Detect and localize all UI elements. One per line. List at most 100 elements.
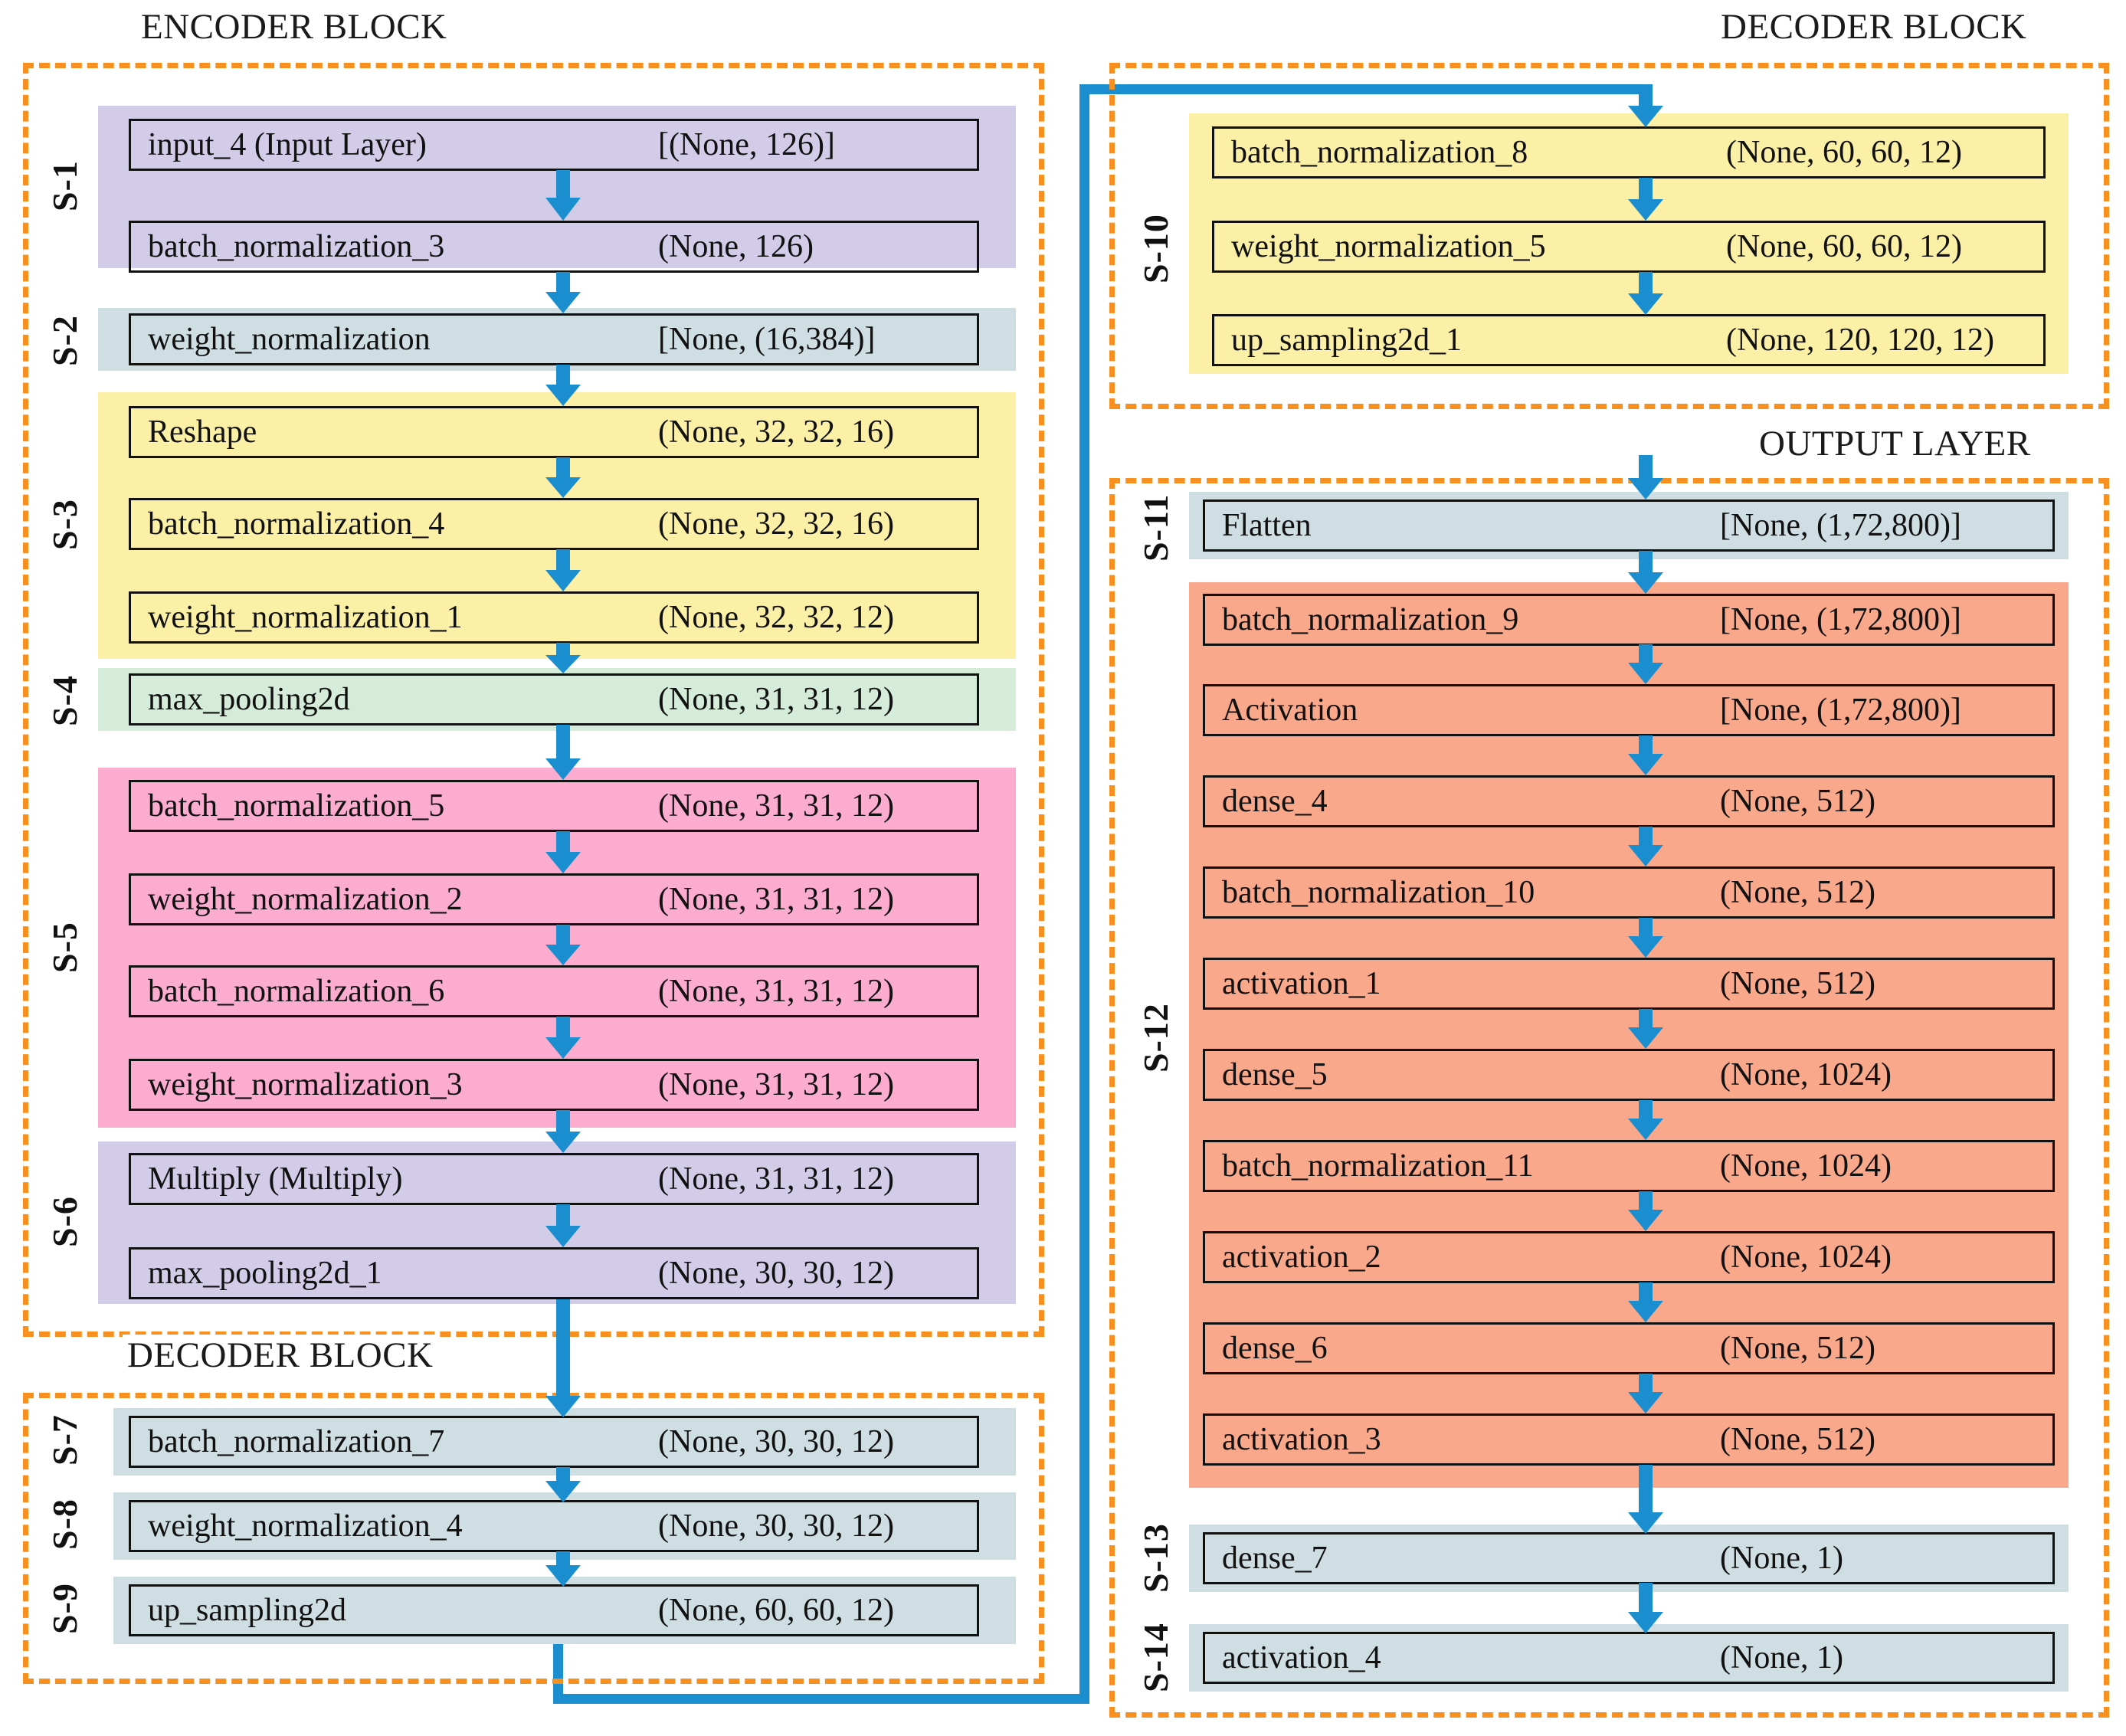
layer-name: weight_normalization_1	[148, 600, 463, 635]
layer-name: batch_normalization_11	[1222, 1148, 1534, 1184]
stage-label-s9: S-9	[45, 1583, 84, 1635]
layer-shape: (None, 1024)	[1720, 1148, 1892, 1184]
layer-shape: (None, 30, 30, 12)	[658, 1424, 894, 1459]
stage-label-s11: S-11	[1136, 493, 1175, 562]
layer-box: batch_normalization_3 (None, 126)	[129, 221, 979, 273]
decoder-block-left-frame	[23, 1393, 1044, 1684]
layer-shape: (None, 60, 60, 12)	[1726, 135, 1962, 170]
layer-name: Flatten	[1222, 508, 1312, 543]
output-layer-title: OUTPUT LAYER	[1754, 423, 2036, 464]
flow-arrow	[545, 831, 581, 873]
layer-box: Activation [None, (1,72,800)]	[1203, 684, 2055, 736]
layer-box: batch_normalization_4 (None, 32, 32, 16)	[129, 498, 979, 550]
stage-label-s6: S-6	[45, 1196, 84, 1248]
stage-band-s12	[1189, 582, 2069, 1488]
layer-box: input_4 (Input Layer) [(None, 126)]	[129, 119, 979, 171]
flow-arrow	[1628, 644, 1663, 684]
layer-box: activation_3 (None, 512)	[1203, 1413, 2055, 1466]
layer-shape: [None, (1,72,800)]	[1720, 693, 1961, 728]
layer-box: weight_normalization_1 (None, 32, 32, 12…	[129, 591, 979, 644]
layer-name: up_sampling2d_1	[1231, 323, 1462, 358]
flow-arrow	[545, 643, 581, 673]
flow-arrow	[545, 365, 581, 406]
layer-box: batch_normalization_7 (None, 30, 30, 12)	[129, 1416, 979, 1468]
layer-shape: (None, 60, 60, 12)	[1726, 229, 1962, 264]
flow-arrow	[545, 457, 581, 498]
flow-arrow	[1628, 827, 1663, 866]
layer-name: weight_normalization	[148, 322, 431, 357]
layer-name: dense_7	[1222, 1541, 1328, 1576]
stage-label-s1: S-1	[45, 160, 84, 212]
layer-box: weight_normalization_3 (None, 31, 31, 12…	[129, 1059, 979, 1111]
flow-arrow	[545, 725, 581, 780]
flow-arrow	[1628, 1374, 1663, 1413]
flow-arrow	[1628, 918, 1663, 958]
decoder-block-left-title: DECODER BLOCK	[123, 1335, 438, 1376]
layer-shape: (None, 31, 31, 12)	[658, 1161, 894, 1197]
layer-shape: (None, 1024)	[1720, 1240, 1892, 1275]
layer-name: weight_normalization_3	[148, 1067, 463, 1102]
decoder-block-right-title: DECODER BLOCK	[1716, 6, 2032, 47]
layer-name: max_pooling2d	[148, 682, 350, 717]
layer-shape: (None, 512)	[1720, 1331, 1875, 1366]
layer-box: dense_6 (None, 512)	[1203, 1322, 2055, 1374]
layer-name: max_pooling2d_1	[148, 1256, 382, 1291]
flow-arrow	[1628, 551, 1663, 594]
flow-arrow-into-decoder-right	[1628, 84, 1663, 127]
stage-label-s7: S-7	[45, 1414, 84, 1466]
layer-shape: (None, 120, 120, 12)	[1726, 323, 1994, 358]
layer-shape: (None, 32, 32, 12)	[658, 600, 894, 635]
layer-name: up_sampling2d	[148, 1593, 346, 1628]
layer-shape: (None, 1024)	[1720, 1057, 1892, 1092]
encoder-block-frame	[23, 63, 1044, 1337]
layer-shape: (None, 31, 31, 12)	[658, 788, 894, 824]
layer-box: Reshape (None, 32, 32, 16)	[129, 406, 979, 458]
stage-band-s10	[1189, 113, 2069, 374]
layer-shape: (None, 1)	[1720, 1640, 1843, 1675]
decoder-block-right-frame	[1109, 63, 2109, 409]
layer-shape: (None, 1)	[1720, 1541, 1843, 1576]
stage-band-s2	[98, 308, 1016, 371]
flow-arrow	[545, 1110, 581, 1153]
layer-shape: (None, 30, 30, 12)	[658, 1256, 894, 1291]
layer-name: batch_normalization_5	[148, 788, 445, 824]
layer-shape: (None, 30, 30, 12)	[658, 1508, 894, 1544]
stage-label-s14: S-14	[1136, 1623, 1175, 1693]
stage-band-s14	[1189, 1624, 2069, 1692]
stage-label-s4: S-4	[45, 675, 84, 727]
layer-name: weight_normalization_2	[148, 882, 463, 917]
flow-arrow	[545, 925, 581, 965]
flow-arrow	[545, 549, 581, 591]
layer-name: Multiply (Multiply)	[148, 1161, 403, 1197]
flow-arrow	[545, 1467, 581, 1502]
flow-arrow	[1628, 735, 1663, 775]
layer-name: activation_4	[1222, 1640, 1381, 1675]
layer-shape: (None, 32, 32, 16)	[658, 414, 894, 450]
layer-box: max_pooling2d_1 (None, 30, 30, 12)	[129, 1247, 979, 1299]
layer-shape: [None, (16,384)]	[658, 322, 876, 357]
flow-arrow	[1628, 1009, 1663, 1049]
layer-name: weight_normalization_4	[148, 1508, 463, 1544]
layer-shape: (None, 31, 31, 12)	[658, 882, 894, 917]
stage-band-s11	[1189, 492, 2069, 559]
layer-box: batch_normalization_11 (None, 1024)	[1203, 1140, 2055, 1192]
layer-name: dense_6	[1222, 1331, 1328, 1366]
layer-box: activation_4 (None, 1)	[1203, 1632, 2055, 1684]
layer-shape: (None, 512)	[1720, 966, 1875, 1001]
layer-box: Multiply (Multiply) (None, 31, 31, 12)	[129, 1153, 979, 1205]
layer-name: Reshape	[148, 414, 257, 450]
layer-name: input_4 (Input Layer)	[148, 127, 427, 162]
flow-arrow	[545, 272, 581, 313]
layer-name: batch_normalization_10	[1222, 875, 1535, 910]
flow-arrow	[1628, 1583, 1663, 1633]
layer-box: dense_4 (None, 512)	[1203, 775, 2055, 827]
output-layer-frame	[1109, 478, 2109, 1718]
layer-box: batch_normalization_9 [None, (1,72,800)]	[1203, 594, 2055, 646]
flow-arrow	[1628, 178, 1663, 221]
flow-arrow	[1628, 1100, 1663, 1140]
layer-box: dense_5 (None, 1024)	[1203, 1049, 2055, 1101]
layer-box: max_pooling2d (None, 31, 31, 12)	[129, 673, 979, 726]
layer-shape: (None, 31, 31, 12)	[658, 1067, 894, 1102]
layer-name: activation_1	[1222, 966, 1381, 1001]
